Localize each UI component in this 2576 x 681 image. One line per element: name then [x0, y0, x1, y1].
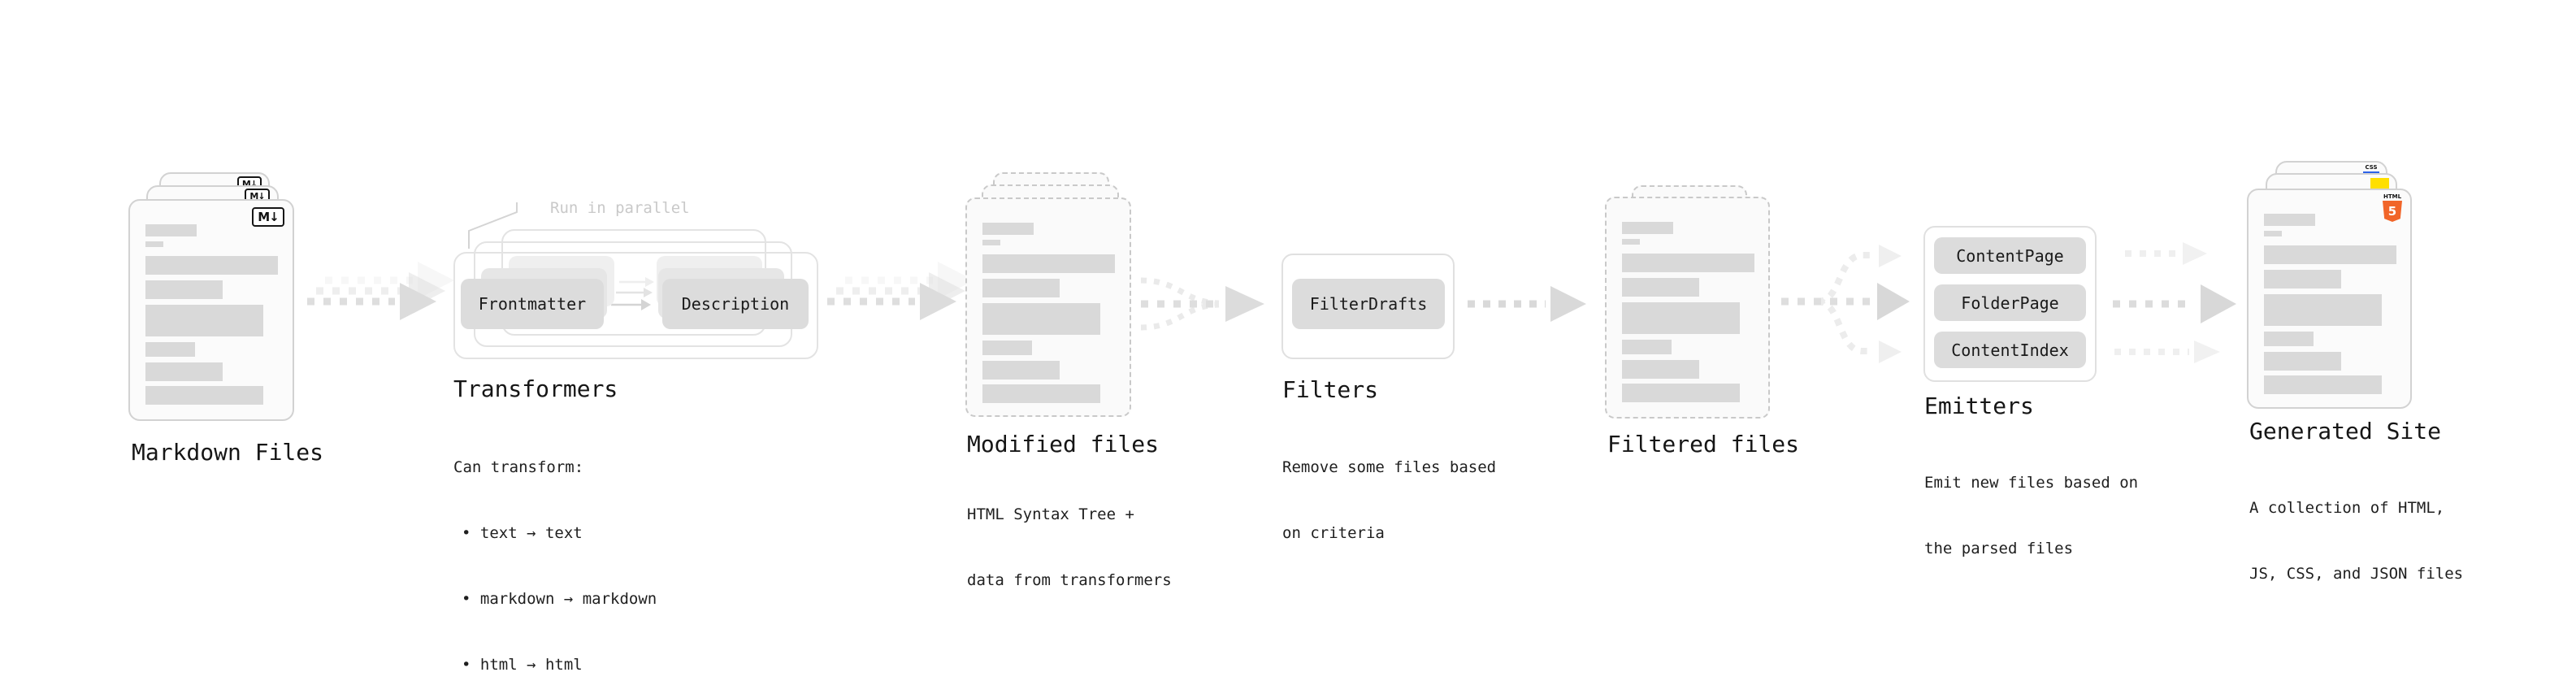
stage-title-filters: Filters	[1282, 376, 1379, 403]
stage-desc-filters: Remove some files based on criteria	[1282, 458, 1497, 542]
transformers-desc-line: Can transform:	[453, 458, 584, 476]
stage-title-filtered-files: Filtered files	[1607, 431, 1800, 458]
stage-title-markdown-files: Markdown Files	[132, 439, 324, 466]
bullet-icon: •	[462, 524, 471, 542]
doc-content-bars	[982, 199, 1121, 410]
flow-arrow-modified-to-filters	[1140, 277, 1264, 331]
flow-arrow-emitters-to-generated	[2113, 242, 2236, 363]
stage-desc-generated-site: A collection of HTML, JS, CSS, and JSON …	[2249, 499, 2464, 583]
annotation-leader-line	[468, 202, 518, 249]
modified-file-doc-front	[965, 197, 1131, 417]
bullet-icon: •	[462, 590, 471, 608]
flow-arrow-filters-to-filtered	[1468, 286, 1586, 322]
doc-content-bars	[1622, 198, 1760, 410]
transform-bullet-item: • markdown → markdown	[462, 590, 657, 608]
flow-arrow-transformers-to-modified	[827, 262, 974, 320]
transform-bullet-item: • html → html	[462, 656, 583, 674]
generated-doc-html: HTML 5	[2247, 189, 2412, 409]
emitter-pill-folderpage: FolderPage	[1934, 284, 2086, 321]
css-icon: CSS	[2363, 165, 2379, 174]
doc-content-bars	[145, 201, 284, 412]
stage-title-emitters: Emitters	[1924, 393, 2034, 419]
stage-desc-emitters: Emit new files based on the parsed files	[1924, 474, 2139, 557]
bullet-icon: •	[462, 656, 471, 674]
stage-desc-modified-files: HTML Syntax Tree + data from transformer…	[967, 505, 1172, 589]
flow-arrow-markdown-to-transformers	[307, 262, 454, 320]
stage-title-transformers: Transformers	[453, 375, 618, 402]
markdown-file-doc-front: M↓	[128, 199, 294, 421]
filtered-file-doc-front	[1605, 197, 1770, 419]
frontmatter-pill: Frontmatter	[461, 279, 604, 329]
doc-content-bars	[2264, 190, 2402, 401]
transformer-card-front	[453, 252, 818, 359]
run-in-parallel-annotation: Run in parallel	[550, 199, 690, 217]
stage-title-modified-files: Modified files	[967, 431, 1160, 458]
filterdrafts-pill: FilterDrafts	[1292, 279, 1445, 329]
stage-title-generated-site: Generated Site	[2249, 418, 2442, 445]
description-pill: Description	[662, 279, 809, 329]
js-icon	[2370, 178, 2389, 189]
stage-desc-transformers: Can transform: • text → text • markdown …	[453, 413, 657, 681]
flow-arrow-filtered-to-emitters	[1781, 245, 1910, 363]
transform-arrow-icon	[611, 277, 654, 310]
emitter-pill-contentpage: ContentPage	[1934, 237, 2086, 274]
transform-bullet-item: • text → text	[462, 524, 583, 542]
emitter-pill-contentindex: ContentIndex	[1934, 332, 2086, 368]
